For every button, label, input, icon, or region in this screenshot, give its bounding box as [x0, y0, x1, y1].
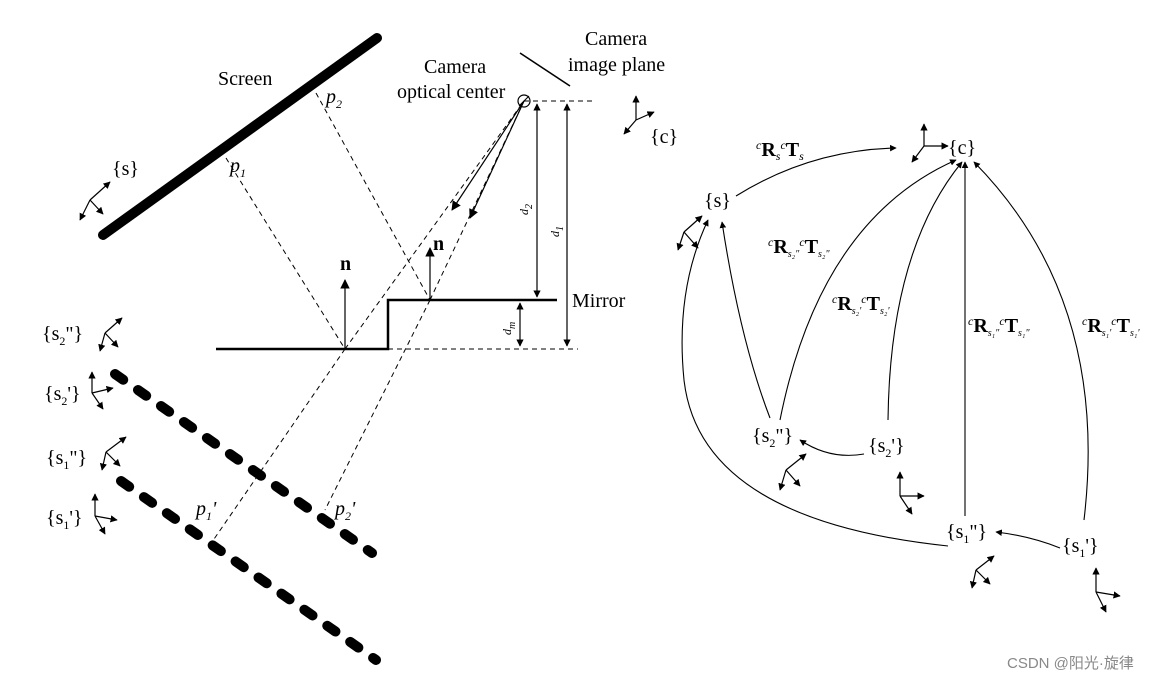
screen-line	[98, 33, 382, 240]
node-s2pp-label: {s2"}	[752, 425, 793, 450]
camera-image-plane-label-2: image plane	[568, 54, 665, 76]
normal-label-lower: n	[340, 253, 351, 275]
edge-label-s-to-c: cRscTs	[756, 138, 804, 163]
node-s1pp-label: {s1"}	[946, 521, 987, 546]
ray-p2-to-mirror	[315, 92, 431, 301]
frame-s1p-label: {s1'}	[46, 507, 83, 532]
d2-label: d2	[517, 204, 535, 215]
edge-s2p-to-c	[887, 161, 963, 421]
edge-label-s1p-to-c: cRs₁'cTs₁'	[1082, 314, 1140, 339]
p2-prime-label: p2'	[333, 498, 356, 523]
edge-s1p-to-c	[973, 161, 1089, 521]
edge-s2p-to-s2pp	[799, 439, 865, 456]
edge-label-s2p-to-c: cRs₂'cTs₂'	[832, 292, 890, 317]
p1-prime-label: p1'	[194, 498, 217, 523]
p2-label: p2	[324, 86, 342, 111]
frame-s2pp-label: {s2"}	[42, 323, 83, 348]
frame-s1pp-axes-icon	[99, 436, 127, 471]
node-s1pp-axes-icon	[969, 555, 995, 589]
frame-s-axes-icon	[79, 181, 111, 221]
frame-c-axes-icon	[623, 95, 655, 135]
edge-s2pp-to-c	[779, 159, 957, 421]
edge-s2pp-to-s	[719, 221, 771, 419]
mirror-label: Mirror	[572, 290, 626, 312]
camera-optical-center-label-1: Camera	[424, 56, 486, 78]
edge-label-s2pp-to-c: cRs₂"cTs₂"	[768, 235, 830, 260]
camera-image-plane-label-1: Camera	[585, 28, 647, 50]
p1-label: p1	[228, 155, 246, 180]
ray-p1-to-mirror	[225, 157, 346, 350]
mirror-step	[216, 298, 557, 351]
d1-label: d1	[548, 226, 566, 237]
edge-s1p-to-s1pp	[995, 529, 1061, 549]
node-c-axes-icon	[911, 123, 949, 163]
frame-s-label: {s}	[112, 158, 139, 180]
node-s-axes-icon	[676, 215, 703, 251]
edge-s1pp-to-s	[681, 219, 949, 547]
geometry-panel: Screen {s} p1 p2 Camera optical center C…	[42, 28, 678, 665]
virtual-screen-lower	[116, 476, 381, 665]
node-c-label: {c}	[948, 137, 976, 159]
node-s-label: {s}	[704, 190, 731, 212]
screen-label: Screen	[218, 68, 272, 90]
virtual-screen-upper	[110, 369, 377, 558]
edge-s-to-c	[735, 144, 897, 197]
frame-s2p-axes-icon	[88, 371, 114, 410]
camera-optical-center-label-2: optical center	[397, 81, 506, 103]
node-s1p-label: {s1'}	[1062, 535, 1099, 560]
camera-image-plane	[519, 52, 571, 87]
frame-s1pp-label: {s1"}	[46, 447, 87, 472]
transform-graph-panel: {c} {s} {s2"} {s2'} {s1"}	[676, 123, 1140, 613]
frame-s2pp-axes-icon	[98, 317, 123, 352]
frame-s1p-axes-icon	[91, 493, 118, 535]
normal-label-upper: n	[433, 233, 444, 255]
node-s1p-axes-icon	[1092, 567, 1121, 613]
edge-label-s1pp-to-c: cRs₁"cTs₁"	[968, 314, 1030, 339]
node-s2pp-axes-icon	[778, 453, 807, 491]
frame-s2p-label: {s2'}	[44, 383, 81, 408]
node-s2p-axes-icon	[896, 471, 925, 515]
watermark: CSDN @阳光·旋律	[1007, 655, 1134, 672]
frame-c-label: {c}	[650, 126, 678, 148]
node-s2p-label: {s2'}	[868, 435, 905, 460]
dm-label: dm	[500, 322, 518, 335]
